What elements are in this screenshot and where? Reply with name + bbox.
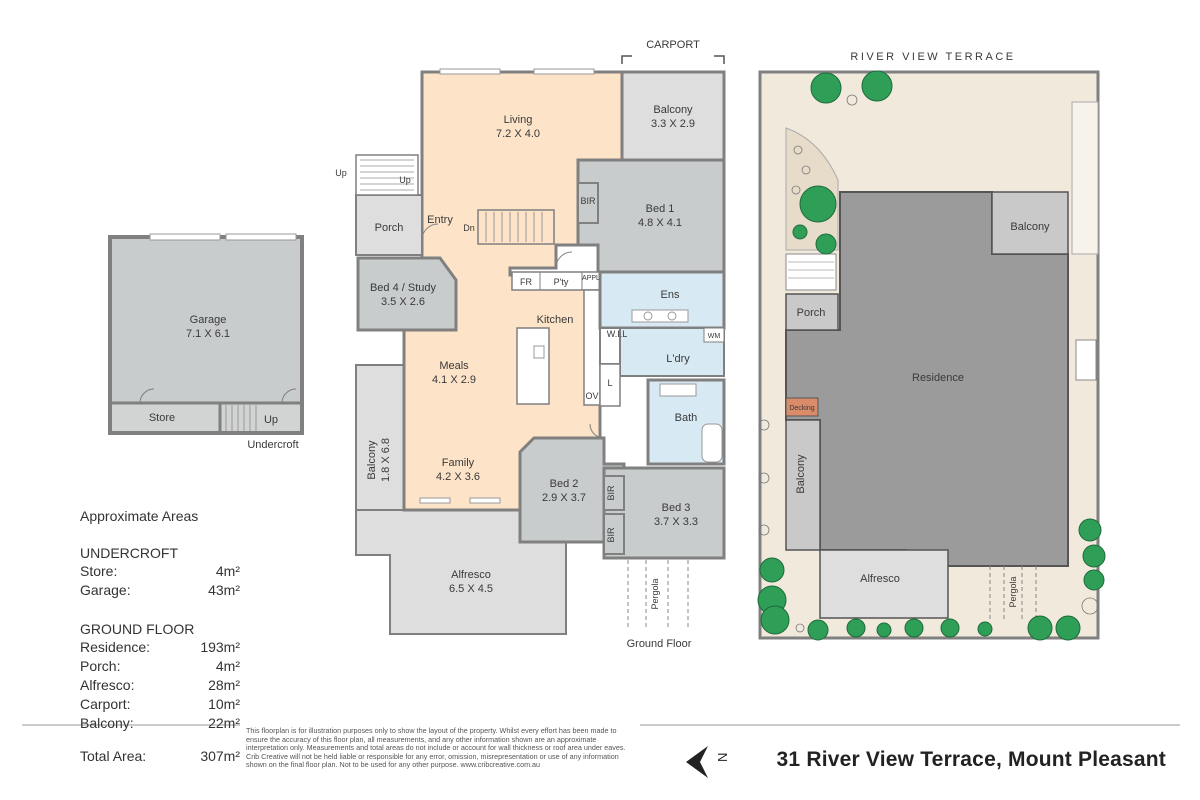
area-label: Balcony: [80,715,134,731]
dn-label: Dn [463,223,475,233]
balcony-top-label: Balcony [653,104,693,116]
up-label-2: Up [399,175,411,185]
area-label: Residence: [80,639,151,655]
meals-label: Meals [439,360,469,372]
pergola-label: Pergola [650,578,660,609]
compass-letter: N [715,753,730,762]
bed2-dims: 2.9 X 3.7 [542,492,586,504]
areas-ground-floor-section: GROUND FLOOR Residence: 193m² Porch: 4m² A… [80,620,240,733]
area-row: Residence: 193m² [80,638,240,657]
store-label: Store [149,412,175,424]
bed2-label: Bed 2 [550,478,579,490]
balcony-side-dims: 1.8 X 6.8 [380,438,392,482]
bir-bed1-label: BIR [580,196,596,206]
undercroft-caption: Undercroft [247,439,298,451]
alfresco-dims: 6.5 X 4.5 [449,583,493,595]
bed1-label: Bed 1 [646,203,675,215]
wil-label: W.I.L [607,329,628,339]
property-address: 31 River View Terrace, Mount Pleasant [776,748,1166,771]
site-balcony-top-label: Balcony [1010,221,1050,233]
living-label: Living [504,114,533,126]
appl-label: APPL [582,275,600,282]
undercroft-up-label: Up [264,414,278,426]
area-value: 10m² [208,696,240,712]
area-value: 4m² [215,658,240,674]
area-label: Garage: [80,582,131,598]
area-value: 22m² [208,715,240,731]
area-row: Porch: 4m² [80,657,240,676]
north-arrow-icon: N [686,746,730,778]
area-row: Alfresco: 28m² [80,676,240,695]
up-label-1: Up [335,168,347,178]
area-row: Store: 4m² [80,562,240,581]
family-label: Family [442,457,475,469]
ldry-label: L'dry [666,353,690,365]
areas-heading: Approximate Areas [80,508,199,524]
site-pergola-label: Pergola [1008,576,1018,607]
entry-label: Entry [427,214,453,226]
bed3-label: Bed 3 [662,502,691,514]
l-label: L [607,378,612,388]
area-value: 43m² [208,582,240,598]
balcony-side-label: Balcony [366,440,378,480]
area-row: Carport: 10m² [80,695,240,714]
bir-bed3b-label: BIR [606,527,616,543]
living-dims: 7.2 X 4.0 [496,128,540,140]
pty-label: P'ty [554,277,569,287]
areas-section-title: GROUND FLOOR [80,621,195,637]
ground-floor-plan: Living 7.2 X 4.0 CARPORT Balcony 3.3 X 2… [335,39,726,650]
disclaimer-text: This floorplan is for illustration purpo… [246,726,626,769]
bed1-dims: 4.8 X 4.1 [638,217,682,229]
areas-undercroft-section: UNDERCROFT Store: 4m² Garage: 43m² [80,544,240,600]
ground-floor-caption: Ground Floor [627,638,692,650]
area-label: Carport: [80,696,131,712]
area-value: 4m² [215,563,240,579]
site-balcony-side-label: Balcony [795,454,807,494]
undercroft-plan: Garage 7.1 X 6.1 Store Up Undercroft [108,233,304,451]
garage-dims: 7.1 X 6.1 [186,328,230,340]
ens-label: Ens [661,289,680,301]
family-dims: 4.2 X 3.6 [436,471,480,483]
fr-label: FR [520,277,532,287]
bir-bed3a-label: BIR [606,485,616,501]
approximate-areas-panel: Approximate Areas UNDERCROFT Store: 4m² G… [80,508,240,766]
total-area-row: Total Area: 307m² [80,747,240,766]
area-label: Alfresco: [80,677,135,693]
ov-label: OV [585,391,598,401]
site-porch-label: Porch [797,307,826,319]
area-row: Garage: 43m² [80,581,240,600]
carport-label: CARPORT [646,39,700,51]
bed3-dims: 3.7 X 3.3 [654,516,698,528]
wm-label: WM [708,333,721,340]
balcony-top-dims: 3.3 X 2.9 [651,118,695,130]
street-label: RIVER VIEW TERRACE [850,51,1015,63]
site-decking-label: Decking [789,405,814,412]
bed4-label: Bed 4 / Study [370,282,437,294]
garage-label: Garage [190,314,227,326]
porch-label: Porch [375,222,404,234]
site-plan: RIVER VIEW TERRACE Balcony Porch Residen… [757,51,1106,641]
kitchen-label: Kitchen [537,314,574,326]
area-value: 28m² [208,677,240,693]
area-label: Store: [80,563,118,579]
area-row: Balcony: 22m² [80,714,240,733]
total-area-label: Total Area: [80,748,147,764]
meals-dims: 4.1 X 2.9 [432,374,476,386]
bed4-dims: 3.5 X 2.6 [381,296,425,308]
bath-label: Bath [675,412,698,424]
areas-section-title: UNDERCROFT [80,545,178,561]
alfresco-label: Alfresco [451,569,491,581]
site-alfresco-label: Alfresco [860,573,900,585]
total-area-value: 307m² [200,748,240,764]
area-value: 193m² [200,639,240,655]
site-residence-label: Residence [912,372,964,384]
area-label: Porch: [80,658,121,674]
